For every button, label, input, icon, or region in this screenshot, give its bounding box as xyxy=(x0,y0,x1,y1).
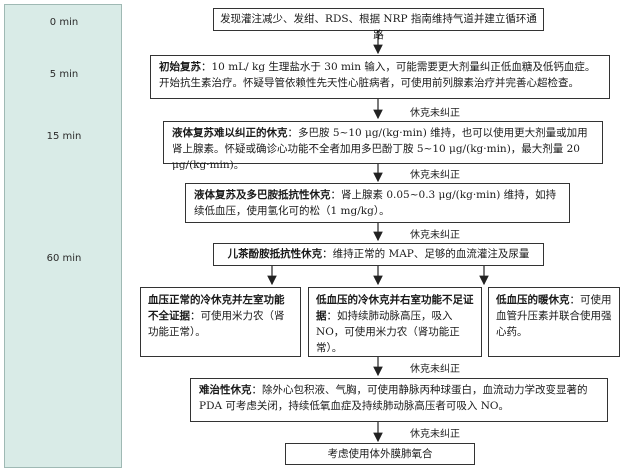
step-initial-resuscitation-body: ：10 mL/ kg 生理盐水于 30 min 输入，可能需要更大剂量纠正低血糖… xyxy=(159,61,596,89)
step-fluid-refractory-title: 液体复苏难以纠正的休克 xyxy=(172,127,288,139)
branch-cold-shock-low-bp-title: 低血压的冷休克并右室功能不足证据 xyxy=(316,294,474,322)
step-initial-text: 发现灌注减少、发绀、RDS、根据 NRP 指南维持气道并建立循环通路 xyxy=(220,13,537,41)
timeline-column: 0 min 5 min 15 min 60 min xyxy=(4,4,122,468)
condition-label-2: 休克未纠正 xyxy=(410,170,460,181)
time-marker-60: 60 min xyxy=(46,253,82,264)
branch-cold-shock-normal-bp: 血压正常的冷休克并左室功能不全证据：可使用米力农（肾功能正常）。 xyxy=(140,287,301,357)
step-refractory-shock-title: 难治性休克 xyxy=(199,384,252,396)
branch-warm-shock-low-bp-title: 低血压的暖休克 xyxy=(496,294,570,306)
step-initial-resuscitation: 初始复苏：10 mL/ kg 生理盐水于 30 min 输入，可能需要更大剂量纠… xyxy=(150,55,610,99)
step-dopamine-resistant-title: 液体复苏及多巴胺抵抗性休克 xyxy=(194,189,331,201)
condition-label-1: 休克未纠正 xyxy=(410,108,460,119)
time-marker-5: 5 min xyxy=(49,69,79,80)
step-fluid-refractory-body: ：多巴胺 5~10 μg/(kg·min) 维持，也可以使用更大剂量或加用肾上腺… xyxy=(172,127,588,171)
branch-cold-shock-low-bp: 低血压的冷休克并右室功能不足证据：如持续肺动脉高压，吸入 NO，可使用米力农（肾… xyxy=(308,287,482,357)
step-catecholamine-resistant-title: 儿茶酚胺抵抗性休克 xyxy=(227,248,323,260)
step-initial-recognition: 发现灌注减少、发绀、RDS、根据 NRP 指南维持气道并建立循环通路 xyxy=(213,8,544,41)
condition-label-4: 休克未纠正 xyxy=(410,364,460,375)
step-ecmo: 考虑使用体外膜肺氧合 xyxy=(285,443,475,465)
condition-label-5: 休克未纠正 xyxy=(410,429,460,440)
step-catecholamine-resistant-body: ：维持正常的 MAP、足够的血流灌注及尿量 xyxy=(322,248,530,260)
step-fluid-refractory-shock: 液体复苏难以纠正的休克：多巴胺 5~10 μg/(kg·min) 维持，也可以使… xyxy=(163,121,603,171)
time-marker-15: 15 min xyxy=(46,131,82,142)
branch-warm-shock-low-bp-body: ：可使用血管升压素并联合使用强心药。 xyxy=(496,294,612,338)
branch-warm-shock-low-bp: 低血压的暖休克：可使用血管升压素并联合使用强心药。 xyxy=(488,287,620,357)
step-refractory-shock-body: ：除外心包积液、气胸，可使用静脉丙种球蛋白，血流动力学改变显著的 PDA 可考虑… xyxy=(199,384,588,412)
branch-cold-shock-low-bp-body: ：如持续肺动脉高压，吸入 NO，可使用米力农（肾功能正常）。 xyxy=(316,310,460,354)
step-catecholamine-resistant-shock: 儿茶酚胺抵抗性休克：维持正常的 MAP、足够的血流灌注及尿量 xyxy=(213,243,544,266)
step-dopamine-resistant-body: ：肾上腺素 0.05~0.3 μg/(kg·min) 维持，如持续低血压，使用氢… xyxy=(194,189,557,217)
step-refractory-shock: 难治性休克：除外心包积液、气胸，可使用静脉丙种球蛋白，血流动力学改变显著的 PD… xyxy=(190,378,608,422)
condition-label-3: 休克未纠正 xyxy=(410,230,460,241)
branch-cold-shock-normal-bp-title: 血压正常的冷休克并左室功能不全证据 xyxy=(148,294,285,322)
time-marker-0: 0 min xyxy=(49,17,79,28)
step-ecmo-text: 考虑使用体外膜肺氧合 xyxy=(327,448,433,460)
branch-cold-shock-normal-bp-body: ：可使用米力农（肾功能正常）。 xyxy=(148,310,285,338)
step-dopamine-resistant-shock: 液体复苏及多巴胺抵抗性休克：肾上腺素 0.05~0.3 μg/(kg·min) … xyxy=(185,183,570,223)
step-initial-resuscitation-title: 初始复苏 xyxy=(159,61,201,73)
